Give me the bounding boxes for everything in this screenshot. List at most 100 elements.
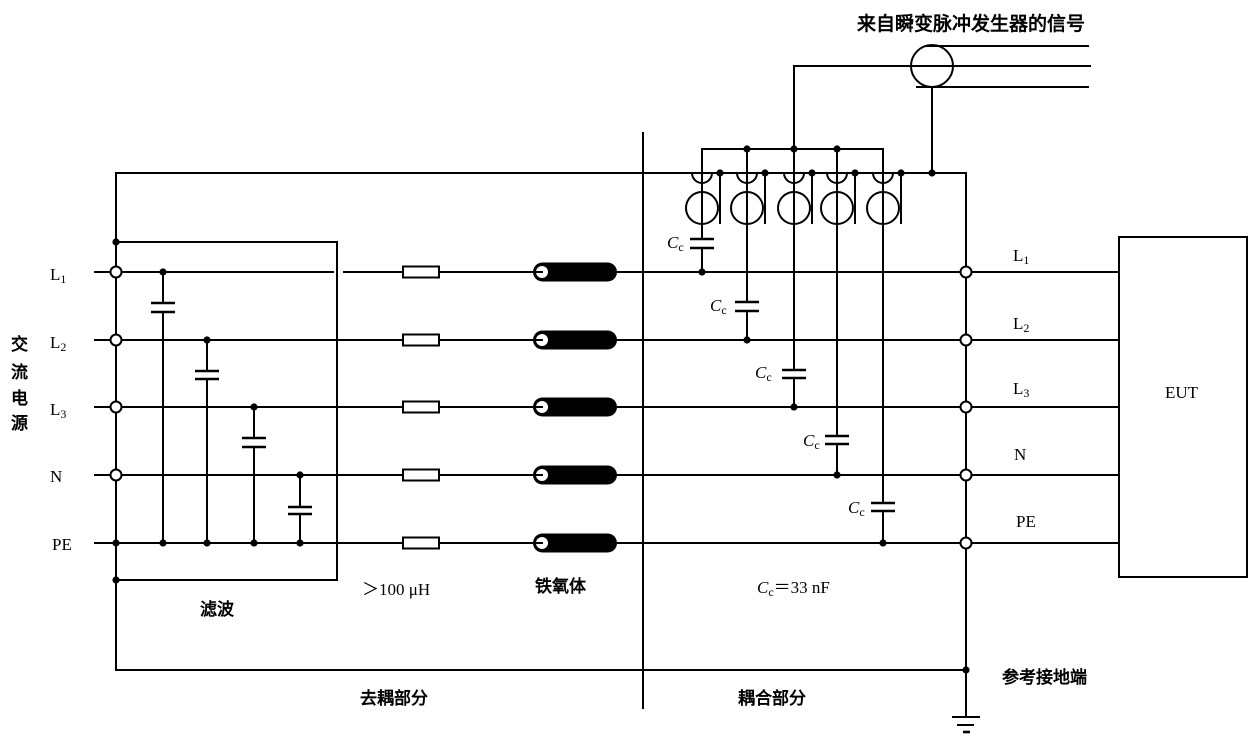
inductor-l2 (402, 333, 440, 347)
ferrite-core-l2 (533, 330, 617, 350)
input-terminal-l2 (109, 333, 123, 347)
ac-source-char-4: 源 (11, 413, 28, 434)
junction-dot (790, 403, 798, 411)
line-name: L (50, 333, 60, 352)
input-terminal-l1 (109, 265, 123, 279)
coupling-coil-5 (866, 191, 900, 225)
cap-subscript: c (721, 303, 726, 317)
inductor-l1 (402, 265, 440, 279)
line-subscript: 1 (60, 272, 66, 286)
ferrite-core-n (533, 465, 617, 485)
coupling-cap-label-1: Cc (667, 233, 684, 254)
inductor-n (402, 468, 440, 482)
junction-dot (159, 268, 167, 276)
output-terminal-n (959, 468, 973, 482)
line-subscript: 2 (1023, 321, 1029, 335)
junction-dot (928, 169, 936, 177)
junction-dot (250, 539, 258, 547)
coupling-coil-1 (685, 191, 719, 225)
output-label-n: N (1014, 445, 1026, 464)
ac-source-char-1: 交 (11, 334, 28, 355)
junction-dot (897, 169, 905, 177)
reference-ground-label: 参考接地端 (1002, 667, 1087, 688)
junction-dot (808, 169, 816, 177)
coupling-section-label: 耦合部分 (738, 688, 806, 709)
line-name: PE (1016, 512, 1036, 531)
generator-transformer (910, 44, 954, 88)
junction-dot (790, 145, 798, 153)
junction-dot (203, 336, 211, 344)
inductor-pe (402, 536, 440, 550)
cap-subscript: c (678, 240, 683, 254)
input-label-n: N (50, 467, 62, 486)
cap-subscript: c (814, 438, 819, 452)
line-subscript: 1 (1023, 253, 1029, 267)
output-label-l2: L2 (1013, 314, 1029, 335)
input-label-pe: PE (52, 535, 72, 554)
ferrite-core-pe (533, 533, 617, 553)
ferrite-core-l1 (533, 262, 617, 282)
output-terminal-l1 (959, 265, 973, 279)
junction-dot (879, 539, 887, 547)
junction-dot (743, 145, 751, 153)
cap-subscript: c (766, 370, 771, 384)
line-name: L (1013, 246, 1023, 265)
output-terminal-l3 (959, 400, 973, 414)
filter-label: 滤波 (200, 599, 235, 620)
line-subscript: 3 (1023, 386, 1029, 400)
line-name: PE (52, 535, 72, 554)
junction-dot (112, 539, 120, 547)
junction-dot (962, 666, 970, 674)
line-subscript: 3 (60, 407, 66, 421)
output-label-l1: L1 (1013, 246, 1029, 267)
ac-source-char-2: 流 (11, 362, 28, 383)
junction-dot (833, 471, 841, 479)
ac-source-char-3: 电 (11, 388, 28, 409)
line-name: L (50, 265, 60, 284)
coupling-coil-4 (820, 191, 854, 225)
junction-dot (851, 169, 859, 177)
input-label-l1: L1 (50, 265, 66, 286)
junction-dot (761, 169, 769, 177)
eut-group (1118, 236, 1248, 578)
coupling-cup-4 (826, 172, 848, 184)
junctions (109, 145, 973, 674)
input-label-l2: L2 (50, 333, 66, 354)
coupling-cap-label-5: Cc (848, 498, 865, 519)
ferrite-core-l3 (533, 397, 617, 417)
components (151, 44, 970, 734)
coupling-cap-label-4: Cc (803, 431, 820, 452)
coupling-coil-2 (730, 191, 764, 225)
line-name: N (1014, 445, 1026, 464)
junction-dot (716, 169, 724, 177)
cap-subscript: c (768, 585, 773, 599)
coupling-cup-1 (691, 172, 713, 184)
input-terminal-n (109, 468, 123, 482)
cap-symbol: C (757, 578, 769, 597)
line-name: L (1013, 314, 1023, 333)
output-terminal-l2 (959, 333, 973, 347)
output-terminal-pe (959, 536, 973, 550)
junction-dot (203, 539, 211, 547)
line-name: L (50, 400, 60, 419)
coupling-cap-label-2: Cc (710, 296, 727, 317)
coupling-coil-3 (777, 191, 811, 225)
inductor-l3 (402, 400, 440, 414)
junction-dot (698, 268, 706, 276)
coupling-cup-5 (872, 172, 894, 184)
decoupling-section-label: 去耦部分 (360, 688, 428, 709)
junction-dot (743, 336, 751, 344)
junction-dot (833, 145, 841, 153)
input-terminal-l3 (109, 400, 123, 414)
input-label-l3: L3 (50, 400, 66, 421)
line-name: N (50, 467, 62, 486)
cap-symbol: C (755, 363, 767, 382)
inductor-label: ＞100 μH (362, 580, 430, 599)
coupling-cup-3 (783, 172, 805, 184)
coupling-capacitance-value: Cc＝33 nF (757, 578, 830, 599)
coupling-cup-2 (736, 172, 758, 184)
eut-box (1118, 236, 1248, 578)
cap-symbol: C (803, 431, 815, 450)
junction-dot (296, 539, 304, 547)
